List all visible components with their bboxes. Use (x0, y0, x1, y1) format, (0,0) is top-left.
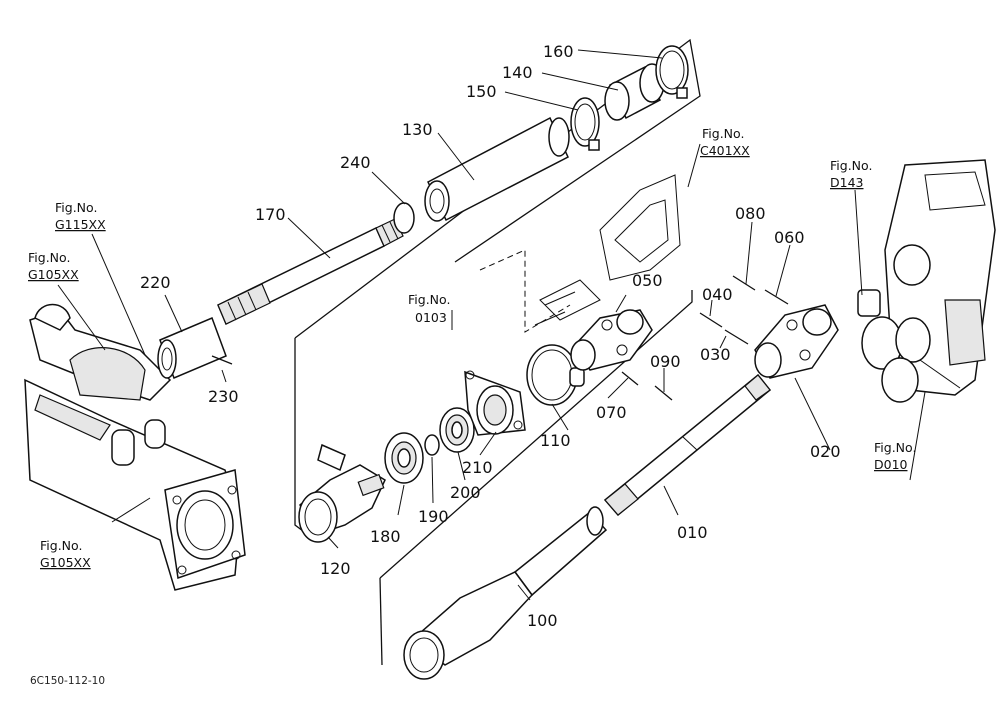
label-220: 220 (140, 273, 171, 292)
fig-ref-g105-top-code: G105XX (28, 267, 79, 282)
label-080: 080 (735, 204, 766, 223)
label-100: 100 (527, 611, 558, 630)
label-140: 140 (502, 63, 533, 82)
label-130: 130 (402, 120, 433, 139)
bellows-120 (298, 443, 386, 543)
universal-joint-020 (754, 304, 839, 379)
flange-housing-210 (464, 370, 526, 436)
label-040: 040 (702, 285, 733, 304)
label-180: 180 (370, 527, 401, 546)
shaft-010 (603, 373, 772, 517)
label-190: 190 (418, 507, 449, 526)
label-150: 150 (466, 82, 497, 101)
fig-ref-d010-label: Fig.No. (874, 440, 916, 455)
gearbox-assembly (857, 159, 996, 403)
tube-100 (403, 506, 608, 680)
fig-ref-g105-bottom-label: Fig.No. (40, 538, 82, 553)
fig-ref-0103-code: 0103 (415, 310, 447, 325)
boot-and-clamps (570, 45, 689, 151)
fig-ref-d010-code: D010 (874, 457, 908, 472)
fig-ref-c401-label: Fig.No. (702, 126, 744, 141)
band-110 (526, 344, 585, 406)
label-170: 170 (255, 205, 286, 224)
bracket-c401 (534, 174, 681, 326)
seal-200 (439, 407, 475, 453)
pins-070-090 (621, 371, 673, 401)
label-160: 160 (543, 42, 574, 61)
fig-ref-0103-label: Fig.No. (408, 292, 450, 307)
label-020: 020 (810, 442, 841, 461)
part-labels: 010 020 030 040 050 060 070 080 090 100 … (140, 42, 841, 630)
label-230: 230 (208, 387, 239, 406)
pins-030-040-060-080 (699, 275, 789, 345)
label-210: 210 (462, 458, 493, 477)
fig-ref-d143-code: D143 (830, 175, 863, 190)
fig-ref-d143-label: Fig.No. (830, 158, 872, 173)
label-060: 060 (774, 228, 805, 247)
steering-housing-assembly (24, 303, 246, 591)
label-200: 200 (450, 483, 481, 502)
fig-ref-g105-bottom-code: G105XX (40, 555, 91, 570)
label-030: 030 (700, 345, 731, 364)
boundary-lines (294, 38, 701, 666)
universal-joint-050 (570, 309, 653, 371)
fig-ref-g115-label: Fig.No. (55, 200, 97, 215)
label-120: 120 (320, 559, 351, 578)
label-050: 050 (632, 271, 663, 290)
label-070: 070 (596, 403, 627, 422)
label-110: 110 (540, 431, 571, 450)
label-240: 240 (340, 153, 371, 172)
washer-190 (424, 434, 440, 456)
shaft-170 (217, 218, 404, 326)
coupler-220 (157, 317, 233, 379)
label-090: 090 (650, 352, 681, 371)
fig-ref-g115-code: G115XX (55, 217, 106, 232)
figure-references: Fig.No. G115XX Fig.No. G105XX Fig.No. G1… (28, 126, 916, 570)
drawing-code: 6C150-112-10 (30, 675, 105, 687)
label-010: 010 (677, 523, 708, 542)
bearing-180 (384, 432, 424, 484)
leader-lines (57, 49, 926, 601)
oring-240 (393, 202, 415, 234)
fig-ref-c401-code: C401XX (700, 143, 750, 158)
fig-ref-g105-top-label: Fig.No. (28, 250, 70, 265)
tube-130 (424, 116, 570, 222)
